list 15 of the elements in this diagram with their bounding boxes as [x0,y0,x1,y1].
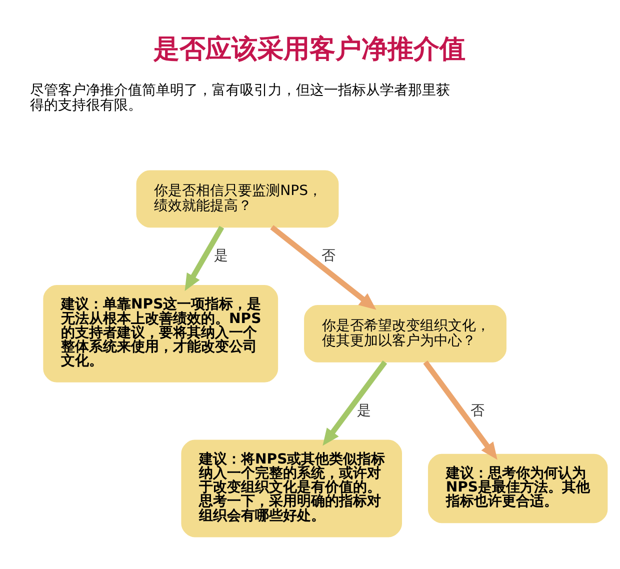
arrow [423,360,498,460]
node-box: 你是否相信只要监测NPS，绩效就能提高？ [136,170,339,228]
node-box: 你是否希望改变组织文化，使其更加以客户为中心？ [304,304,506,362]
arrow [270,224,376,310]
arrow [322,360,388,446]
label: 尽管客户净推介值简单明了，富有吸引力，但这一指标从学者那里获得的支持很有限。 [30,82,450,114]
node-box: 建议：将NPS或其他类似指标纳入一个完整的系统，或许对于改变组织文化是有价值的。思考一下，采用明确的指标对组织会有哪些好处。 [181,439,402,537]
node-box: 建议：思考你为何认为NPS是最佳方法。其他指标也许更合适。 [428,453,608,523]
edge-label: 否 [321,247,336,264]
edge-label: 否 [470,402,485,418]
edge-label: 是 [357,402,372,418]
diagram-title: 是否应该采用客户净推介值 [154,34,466,64]
node-box: 建议：单靠NPS这一项指标，是无法从根本上改善绩效的。NPS的支持者建议，要将其纳入一个整体系统来使用，才能改变公司文化。 [43,284,278,382]
edge-label: 是 [214,247,228,264]
arrow [184,225,224,290]
